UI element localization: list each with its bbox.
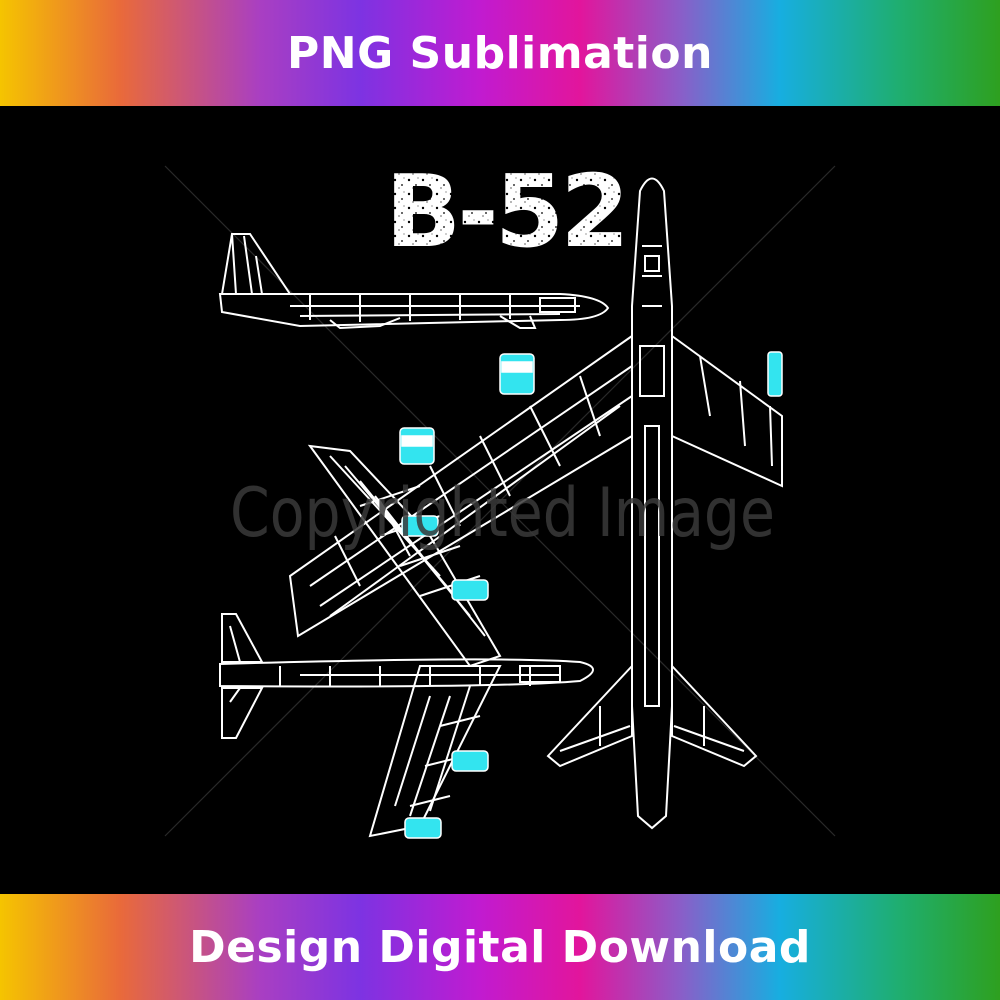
top-banner-text: PNG Sublimation	[287, 27, 713, 79]
b52-side-view-icon	[218, 233, 610, 330]
artwork-svg: B-52	[164, 153, 836, 839]
artwork-area: B-52	[0, 106, 1000, 894]
b52-rear-view-icon	[219, 613, 594, 739]
b52-top-view-icon	[288, 177, 783, 830]
engine-pods	[399, 351, 783, 839]
watermark-lines	[164, 165, 836, 837]
artwork-title: B-52	[385, 153, 626, 270]
bottom-banner-text: Design Digital Download	[189, 921, 811, 973]
watermark-text: Copyrighted Image	[230, 474, 775, 553]
bottom-banner: Design Digital Download	[0, 894, 1000, 1000]
top-banner: PNG Sublimation	[0, 0, 1000, 106]
